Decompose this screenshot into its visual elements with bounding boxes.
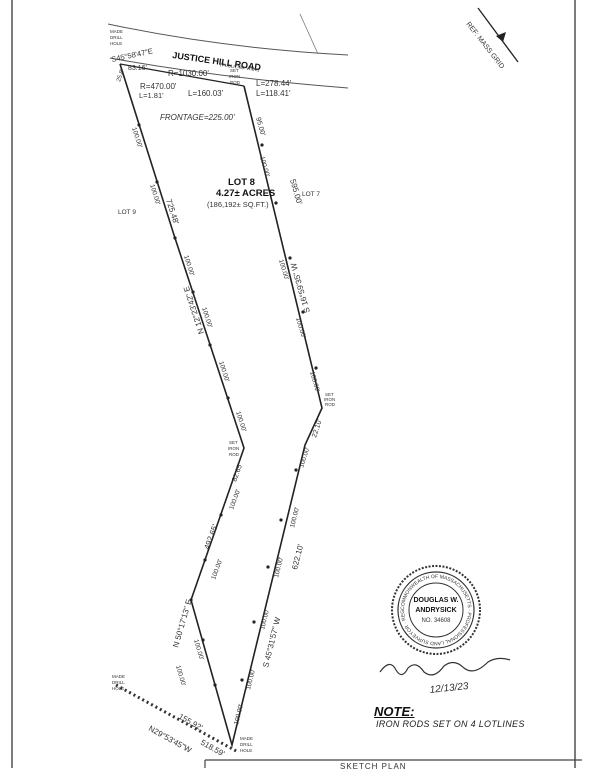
svg-text:100.00': 100.00' bbox=[298, 446, 311, 468]
svg-text:100.00': 100.00' bbox=[294, 317, 307, 339]
svg-text:MADE: MADE bbox=[110, 29, 123, 34]
segment-labels: 100.00' 100.00' 100.00' 100.00' 100.00' … bbox=[130, 126, 321, 725]
svg-text:R=1030.00': R=1030.00' bbox=[168, 69, 209, 78]
svg-text:100.00': 100.00' bbox=[233, 703, 245, 725]
svg-text:L=1.81': L=1.81' bbox=[139, 91, 164, 100]
svg-text:ROD: ROD bbox=[229, 452, 240, 457]
lot-area-acres: 4.27± ACRES bbox=[216, 188, 275, 199]
svg-text:HOLE: HOLE bbox=[112, 686, 124, 691]
svg-text:100.00': 100.00' bbox=[210, 558, 224, 580]
svg-text:22.10': 22.10' bbox=[311, 419, 323, 439]
svg-text:100.00': 100.00' bbox=[289, 506, 301, 528]
svg-text:DRILL: DRILL bbox=[112, 680, 125, 685]
svg-text:MADE: MADE bbox=[240, 736, 253, 741]
lot-name: LOT 8 bbox=[228, 177, 255, 188]
svg-text:100.00': 100.00' bbox=[258, 156, 271, 178]
plan-title: SKETCH PLAN bbox=[340, 762, 407, 771]
line-ticks bbox=[137, 123, 318, 687]
signature-date: 12/13/23 bbox=[429, 681, 469, 696]
note-title: NOTE: bbox=[374, 704, 415, 719]
svg-text:IRON: IRON bbox=[324, 397, 335, 402]
lot-8-boundary bbox=[119, 63, 323, 749]
svg-text:100.00': 100.00' bbox=[277, 259, 290, 281]
svg-text:82.65': 82.65' bbox=[231, 463, 244, 483]
svg-text:DRILL: DRILL bbox=[110, 35, 123, 40]
svg-text:L=278.44': L=278.44' bbox=[256, 79, 292, 88]
svg-text:100.00': 100.00' bbox=[259, 608, 271, 630]
surveyor-seal: COMMONWEALTH OF MASSACHUSETTS · PROFESSI… bbox=[0, 0, 481, 655]
svg-text:595.00': 595.00' bbox=[288, 178, 304, 206]
lot-area-sqft: (186,192± SQ.FT.) bbox=[207, 200, 269, 209]
svg-text:L=160.03': L=160.03' bbox=[188, 89, 224, 98]
note-text: IRON RODS SET ON 4 LOTLINES bbox=[376, 719, 525, 729]
grid-reference: REF: MASS GRID bbox=[464, 21, 505, 70]
svg-text:100.00': 100.00' bbox=[228, 488, 242, 510]
monument-set-iron-rod-right: SET IRON ROD bbox=[324, 392, 336, 407]
frontage-label: FRONTAGE=225.00' bbox=[160, 113, 235, 122]
svg-text:492.65': 492.65' bbox=[202, 523, 220, 551]
surveyor-signature bbox=[379, 657, 511, 676]
road-edge-south bbox=[109, 57, 349, 89]
svg-text:SET: SET bbox=[229, 440, 238, 445]
svg-text:100.00': 100.00' bbox=[308, 371, 321, 393]
svg-text:IRON: IRON bbox=[228, 446, 239, 451]
svg-text:SET: SET bbox=[230, 68, 239, 73]
monument-set-iron-rod-left: SET IRON ROD bbox=[228, 440, 240, 457]
svg-text:N 50°17'13" E: N 50°17'13" E bbox=[171, 598, 193, 648]
stone-wall bbox=[115, 683, 239, 754]
svg-text:DOUGLAS W.: DOUGLAS W. bbox=[413, 597, 458, 604]
svg-text:100.00': 100.00' bbox=[174, 665, 187, 687]
north-arrow-icon bbox=[477, 7, 519, 63]
svg-text:(PUBLIC-80' WIDE): (PUBLIC-80' WIDE) bbox=[220, 62, 260, 73]
lot-9-label: LOT 9 bbox=[118, 209, 136, 216]
svg-text:HOLE: HOLE bbox=[110, 41, 122, 46]
svg-text:COMMONWEALTH OF MASSACHUSETTS: COMMONWEALTH OF MASSACHUSETTS · PROFESSI… bbox=[0, 0, 472, 646]
svg-text:L=118.41': L=118.41' bbox=[256, 89, 291, 98]
svg-text:518.59': 518.59' bbox=[199, 738, 227, 759]
road-edge-north bbox=[107, 23, 349, 56]
svg-text:S45°58'47"E: S45°58'47"E bbox=[111, 46, 154, 64]
svg-text:83.16': 83.16' bbox=[128, 65, 147, 72]
svg-text:N29°53'45"W: N29°53'45"W bbox=[147, 724, 193, 755]
svg-text:622.10': 622.10' bbox=[290, 543, 305, 571]
svg-text:ANDRYSICK: ANDRYSICK bbox=[415, 607, 456, 614]
monument-made-drill-hole-top: MADE DRILL HOLE bbox=[110, 29, 123, 46]
svg-text:R=470.00': R=470.00' bbox=[140, 82, 177, 91]
lot-7-label: LOT 7 bbox=[302, 191, 320, 198]
svg-text:ROD: ROD bbox=[230, 80, 241, 85]
monument-set-iron-rod-top: SET IRON ROD bbox=[229, 68, 241, 85]
svg-text:HOLE: HOLE bbox=[240, 748, 252, 753]
svg-text:95.00': 95.00' bbox=[254, 117, 266, 137]
svg-text:100.00': 100.00' bbox=[273, 556, 285, 578]
svg-text:IRON: IRON bbox=[229, 74, 240, 79]
svg-text:25.8': 25.8' bbox=[116, 69, 126, 83]
svg-text:SET: SET bbox=[325, 392, 334, 397]
svg-text:NO. 34608: NO. 34608 bbox=[421, 618, 451, 624]
svg-text:100.00': 100.00' bbox=[245, 668, 257, 690]
svg-text:MADE: MADE bbox=[112, 674, 125, 679]
svg-text:DRILL: DRILL bbox=[240, 742, 253, 747]
monument-made-drill-hole-left: MADE DRILL HOLE bbox=[112, 674, 125, 691]
svg-text:ROD: ROD bbox=[325, 402, 336, 407]
monument-made-drill-hole-bottom: MADE DRILL HOLE bbox=[240, 736, 253, 753]
